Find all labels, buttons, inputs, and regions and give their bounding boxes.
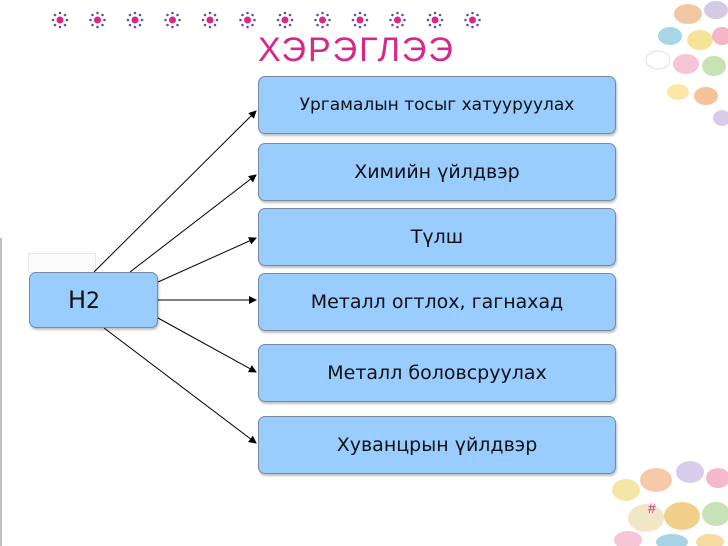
arrow-to-target-3 xyxy=(157,237,257,283)
target-label: Ургамалын тосыг хатууруулах xyxy=(299,95,575,115)
arrow-to-target-6 xyxy=(103,327,257,444)
target-label: Хуванцрын үйлдвэр xyxy=(336,434,538,456)
target-node-2: Химийн үйлдвэр xyxy=(258,143,616,201)
target-node-6: Хуванцрын үйлдвэр xyxy=(258,416,616,474)
flower-dot-icon xyxy=(164,11,181,29)
decorative-dot-row xyxy=(51,11,481,29)
flower-dot-icon xyxy=(126,11,144,29)
flower-dot-icon xyxy=(314,11,331,29)
flower-dot-icon xyxy=(464,11,481,29)
source-subscript: 2 xyxy=(86,289,101,314)
source-node-h2: H2 xyxy=(29,272,158,328)
target-node-4: Металл огтлох, гагнахад xyxy=(258,273,616,331)
target-label: Химийн үйлдвэр xyxy=(354,161,520,183)
flower-dot-icon xyxy=(51,11,69,29)
source-label: H2 xyxy=(68,286,100,314)
page-number: # xyxy=(648,500,656,516)
left-divider xyxy=(0,238,2,546)
arrow-to-target-2 xyxy=(129,174,257,273)
placeholder-box xyxy=(28,253,96,273)
flower-dot-icon xyxy=(351,11,369,29)
source-symbol: H xyxy=(68,286,87,314)
candy-egg-icon xyxy=(645,1,728,126)
target-node-3: Түлш xyxy=(258,208,616,266)
target-label: Металл боловсруулах xyxy=(327,362,547,384)
flower-dot-icon xyxy=(276,11,294,29)
target-node-1: Ургамалын тосыг хатууруулах xyxy=(258,76,616,134)
flower-dot-icon xyxy=(239,11,256,29)
flower-dot-icon xyxy=(201,11,219,29)
flower-dot-icon xyxy=(389,11,406,29)
target-node-5: Металл боловсруулах xyxy=(258,344,616,402)
flower-dot-icon xyxy=(89,11,106,29)
arrow-to-target-5 xyxy=(157,317,257,373)
candy-egg-icon xyxy=(612,461,728,546)
arrow-to-target-1 xyxy=(93,110,257,273)
target-label: Металл огтлох, гагнахад xyxy=(310,291,564,313)
target-label: Түлш xyxy=(410,226,464,248)
flower-dot-icon xyxy=(426,11,444,29)
slide-title: ХЭРЭГЛЭЭ xyxy=(258,31,455,69)
